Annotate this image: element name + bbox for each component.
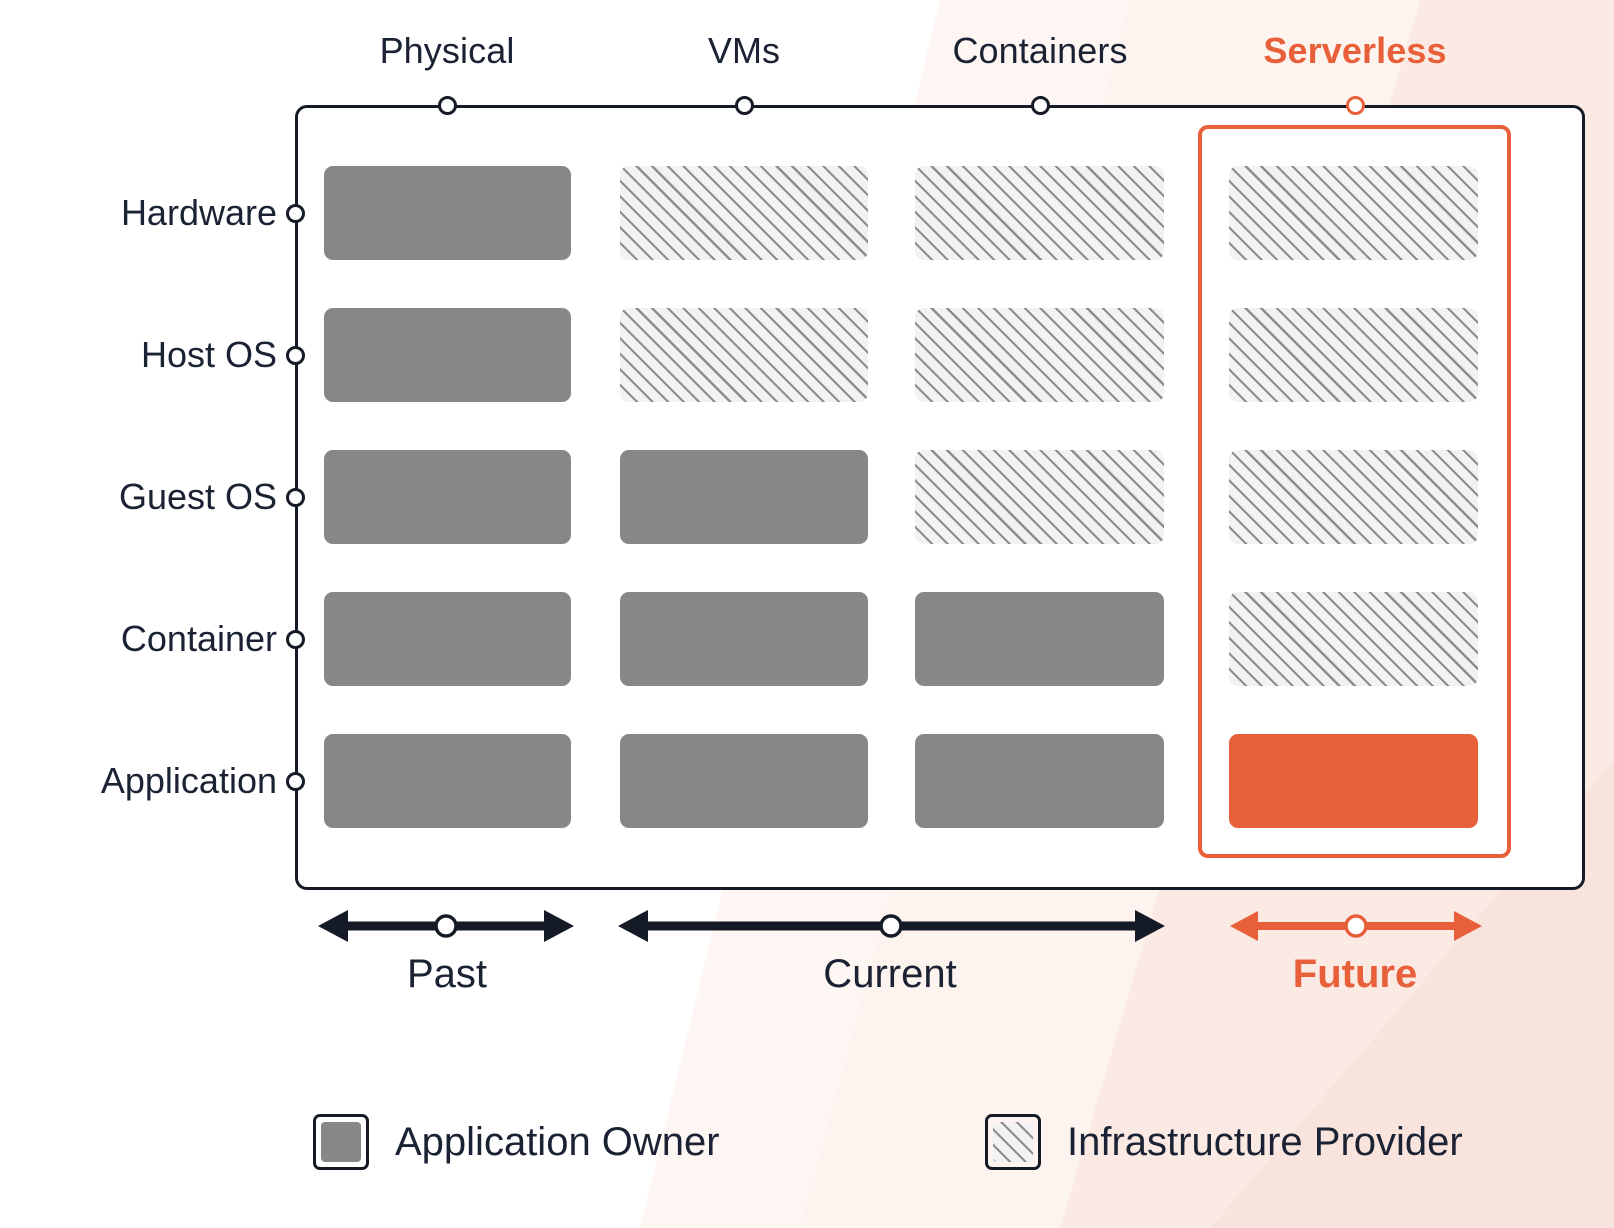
cell-host-os-physical (324, 308, 571, 402)
timeline-label-future: Future (1292, 952, 1418, 996)
cell-container-containers (915, 592, 1164, 686)
legend-label-infrastructure-provider: Infrastructure Provider (1067, 1119, 1463, 1164)
legend-item-application-owner: Application Owner (313, 1114, 720, 1170)
row-label-container: Container (120, 618, 277, 659)
column-header-serverless: Serverless (1263, 30, 1447, 71)
timeline-arrow-current (618, 903, 1165, 949)
legend-swatch-infra-icon (985, 1114, 1041, 1170)
cell-hardware-containers (915, 166, 1164, 260)
cell-application-physical (324, 734, 571, 828)
timeline-label-current: Current (823, 952, 957, 996)
cell-hardware-physical (324, 166, 571, 260)
row-label-application: Application (100, 760, 277, 801)
row-node-application (286, 771, 305, 791)
timeline-arrow-future (1230, 903, 1482, 949)
cell-host-os-vms (620, 308, 868, 402)
row-node-guest-os (286, 487, 305, 507)
cell-container-physical (324, 592, 571, 686)
serverless-highlight-frame (1198, 125, 1511, 858)
cell-application-containers (915, 734, 1164, 828)
row-node-host-os (286, 345, 305, 365)
cell-guest-os-physical (324, 450, 571, 544)
column-node-serverless (1345, 96, 1365, 115)
column-node-containers (1030, 96, 1050, 115)
column-header-physical: Physical (379, 30, 515, 71)
row-label-hardware: Hardware (120, 192, 277, 233)
legend-item-infrastructure-provider: Infrastructure Provider (985, 1114, 1463, 1170)
cell-application-vms (620, 734, 868, 828)
column-node-vms (734, 96, 754, 115)
column-header-containers: Containers (952, 30, 1128, 71)
row-label-guest-os: Guest OS (118, 476, 277, 517)
cell-guest-os-vms (620, 450, 868, 544)
column-header-vms: VMs (707, 30, 781, 71)
timeline-arrow-past (318, 903, 574, 949)
row-node-hardware (286, 203, 305, 223)
cell-hardware-vms (620, 166, 868, 260)
cell-host-os-containers (915, 308, 1164, 402)
legend: Application Owner Infrastructure Provide… (0, 1106, 1614, 1186)
cell-container-vms (620, 592, 868, 686)
legend-label-application-owner: Application Owner (395, 1119, 720, 1164)
column-node-physical (437, 96, 457, 115)
row-node-container (286, 629, 305, 649)
row-label-host-os: Host OS (140, 334, 277, 375)
legend-swatch-owner-icon (313, 1114, 369, 1170)
cell-guest-os-containers (915, 450, 1164, 544)
timeline-label-past: Past (406, 952, 488, 996)
